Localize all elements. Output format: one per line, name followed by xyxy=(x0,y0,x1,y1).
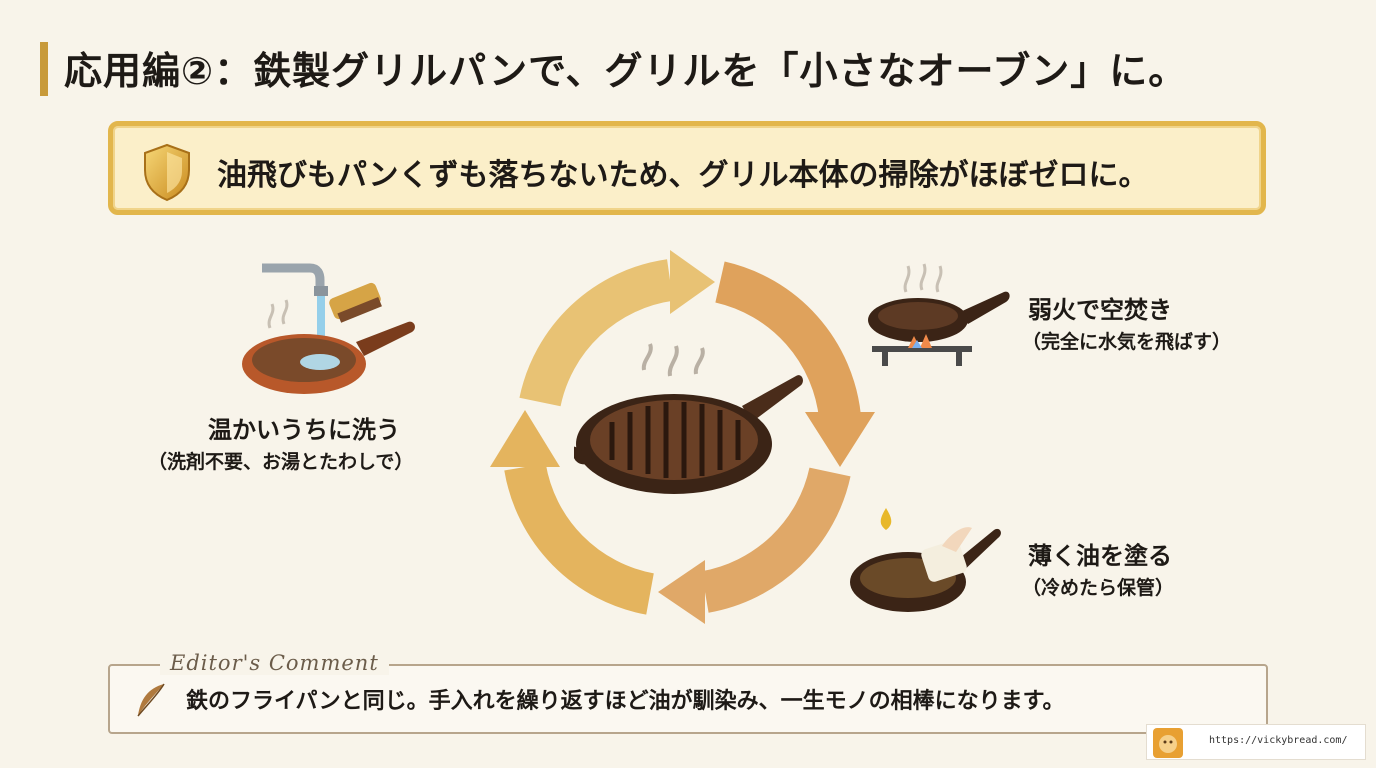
editor-comment-text: 鉄のフライパンと同じ。手入れを繰り返すほど油が馴染み、一生モノの相棒になります。 xyxy=(186,689,1065,714)
step-dry-note: （完全に水気を飛ばす） xyxy=(1022,331,1232,353)
step-wash-title: 温かいうちに洗う xyxy=(208,416,400,444)
washing-pan-icon xyxy=(238,258,422,402)
step-dry: 弱火で空焚き （完全に水気を飛ばす） xyxy=(1022,290,1231,354)
site-footer: https://vickybread.com/ xyxy=(1146,724,1366,760)
step-oil: 薄く油を塗る （冷めたら保管） xyxy=(1022,536,1174,600)
shield-icon xyxy=(139,142,195,206)
pan-on-burner-icon xyxy=(864,256,1014,382)
banner-text: 油飛びもパンくずも落ちないため、グリル本体の掃除がほぼゼロに。 xyxy=(217,158,1149,193)
quill-icon xyxy=(134,682,168,722)
step-dry-title: 弱火で空焚き xyxy=(1028,296,1172,324)
highlight-banner: 油飛びもパンくずも落ちないため、グリル本体の掃除がほぼゼロに。 xyxy=(108,121,1266,215)
cycle-arrows xyxy=(490,250,875,624)
step-oil-title: 薄く油を塗る xyxy=(1028,542,1172,570)
bread-logo-icon xyxy=(1153,728,1183,762)
step-oil-note: （冷めたら保管） xyxy=(1022,577,1175,599)
grill-pan-icon xyxy=(573,340,810,504)
editor-comment-heading: Editor's Comment xyxy=(160,651,389,675)
step-wash-note: （洗剤不要、お湯とたわしで） xyxy=(148,451,414,473)
title-accent-bar xyxy=(40,42,48,96)
page-title: 応用編②：鉄製グリルパンで、グリルを「小さなオーブン」に。 xyxy=(64,49,1188,93)
step-wash: 温かいうちに洗う （洗剤不要、お湯とたわしで） xyxy=(148,410,413,474)
footer-url-link[interactable]: https://vickybread.com/ xyxy=(1209,735,1348,746)
oiling-pan-icon xyxy=(846,504,1006,628)
editor-comment-box xyxy=(108,664,1268,734)
